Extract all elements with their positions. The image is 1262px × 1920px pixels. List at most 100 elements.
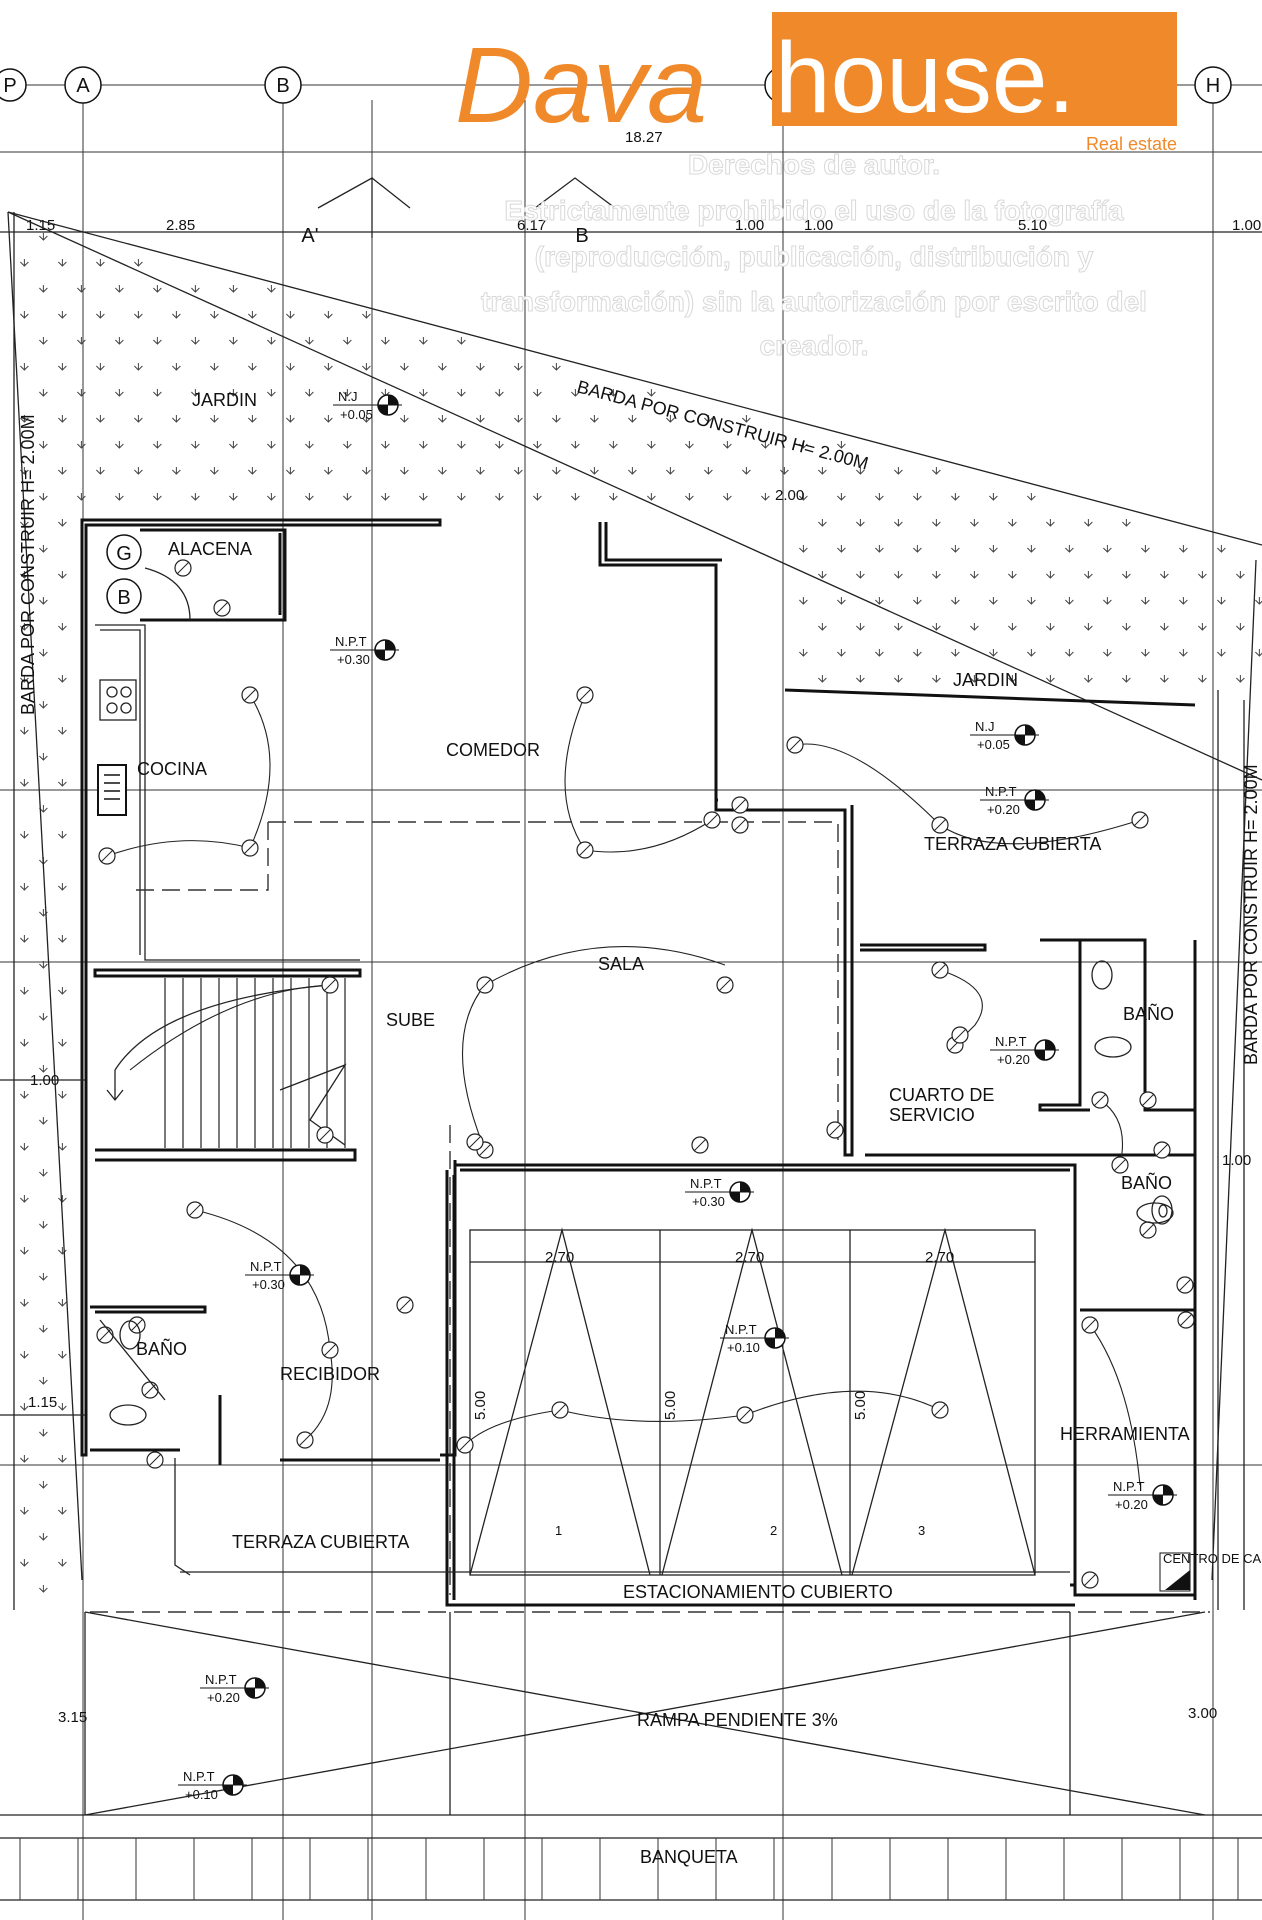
grass-mark	[1122, 623, 1131, 631]
grass-mark	[647, 493, 656, 501]
grass-mark	[267, 337, 276, 345]
grass-mark	[818, 675, 827, 683]
grass-mark	[818, 571, 827, 579]
light-fixture-mark	[1141, 1223, 1155, 1237]
grass-mark	[1236, 623, 1245, 631]
grass-mark	[666, 467, 675, 475]
level-marker: N.P.T+0.20	[980, 784, 1049, 817]
dim-top-5: 1.00	[804, 217, 833, 234]
level-tag: N.P.T	[205, 1672, 237, 1687]
axis-label-p: P	[3, 75, 16, 97]
grass-mark	[419, 389, 428, 397]
level-markers: N.J+0.05N.P.T+0.30N.J+0.05N.P.T+0.20N.P.…	[178, 389, 1177, 1802]
grass-mark	[495, 441, 504, 449]
grass-mark	[134, 363, 143, 371]
level-marker-quadrant	[388, 395, 398, 405]
grass-mark	[894, 571, 903, 579]
grass-mark	[913, 545, 922, 553]
axis-label-h: H	[1206, 75, 1220, 97]
light-fixture-mark	[553, 1403, 567, 1417]
level-value: +0.05	[977, 737, 1010, 752]
grass-mark	[58, 1559, 67, 1567]
grass-mark	[1046, 571, 1055, 579]
grass-mark	[457, 493, 466, 501]
grass-mark	[932, 571, 941, 579]
level-marker-quadrant	[765, 1338, 775, 1348]
grass-mark	[305, 441, 314, 449]
grass-mark	[1141, 545, 1150, 553]
grass-mark	[989, 649, 998, 657]
grass-mark	[58, 519, 67, 527]
level-marker: N.J+0.05	[970, 719, 1039, 752]
grass-mark	[419, 337, 428, 345]
grass-mark	[989, 545, 998, 553]
grass-mark	[20, 1455, 29, 1463]
dim-right-1: 1.00	[1222, 1152, 1251, 1169]
grass-mark	[58, 1507, 67, 1515]
grass-mark	[248, 311, 257, 319]
grass-mark	[1008, 623, 1017, 631]
grass-mark	[1198, 675, 1207, 683]
room-labels: JARDIN JARDIN ALACENA COCINA COMEDOR SAL…	[136, 390, 1190, 1867]
level-marker-quadrant	[740, 1182, 750, 1192]
grass-mark	[856, 519, 865, 527]
grass-mark	[39, 1325, 48, 1333]
grass-mark	[1122, 571, 1131, 579]
watermark-line-2: Estrictamente prohibido el uso de la fot…	[504, 195, 1124, 226]
grass-mark	[457, 389, 466, 397]
grass-mark	[913, 597, 922, 605]
walls	[80, 518, 1197, 1607]
level-value: +0.10	[185, 1787, 218, 1802]
grass-mark	[248, 415, 257, 423]
light-fixture-mark	[933, 1403, 947, 1417]
level-marker-quadrant	[730, 1192, 740, 1202]
level-tag: N.P.T	[250, 1259, 282, 1274]
garage-depth-dim-3: 5.00	[852, 1391, 869, 1420]
grass-mark	[115, 285, 124, 293]
grass-mark	[685, 441, 694, 449]
level-value: +0.20	[987, 802, 1020, 817]
grass-mark	[1217, 545, 1226, 553]
level-marker-quadrant	[775, 1328, 785, 1338]
light-fixture-mark	[398, 1298, 412, 1312]
grass-mark	[286, 311, 295, 319]
grass-mark	[457, 441, 466, 449]
grass-mark	[856, 675, 865, 683]
level-marker: N.P.T+0.30	[330, 634, 399, 667]
grass-mark	[58, 1351, 67, 1359]
boiler-symbol: B	[117, 587, 130, 609]
grass-mark	[39, 1273, 48, 1281]
light-fixture-mark	[1179, 1313, 1193, 1327]
level-marker-quadrant	[255, 1678, 265, 1688]
kitchen-fixtures: G B	[97, 534, 191, 816]
grass-mark	[799, 493, 808, 501]
dim-top-2: 2.85	[166, 217, 195, 234]
grass-mark	[39, 285, 48, 293]
grass-mark	[723, 493, 732, 501]
grass-mark	[685, 493, 694, 501]
grass-mark	[58, 1039, 67, 1047]
grass-mark	[58, 467, 67, 475]
grass-mark	[609, 389, 618, 397]
stair-break	[279, 1063, 347, 1146]
grass-mark	[58, 987, 67, 995]
light-fixture-mark	[1178, 1278, 1192, 1292]
light-fixture-mark	[733, 798, 747, 812]
light-fixture-mark	[1141, 1093, 1155, 1107]
grass-mark	[400, 467, 409, 475]
garage-bay-dim-3: 2.70	[925, 1249, 954, 1266]
grass-mark	[343, 337, 352, 345]
grass-mark	[1236, 675, 1245, 683]
grass-mark	[267, 285, 276, 293]
level-marker-quadrant	[300, 1265, 310, 1275]
grass-mark	[818, 623, 827, 631]
load-center-label: CENTRO DE CARGA	[1163, 1551, 1262, 1566]
grass-mark	[590, 467, 599, 475]
grass-mark	[1122, 675, 1131, 683]
grass-mark	[20, 727, 29, 735]
grass-mark	[39, 649, 48, 657]
level-marker-quadrant	[245, 1688, 255, 1698]
light-fixture-mark	[828, 1123, 842, 1137]
grass-mark	[647, 389, 656, 397]
grass-mark	[20, 779, 29, 787]
